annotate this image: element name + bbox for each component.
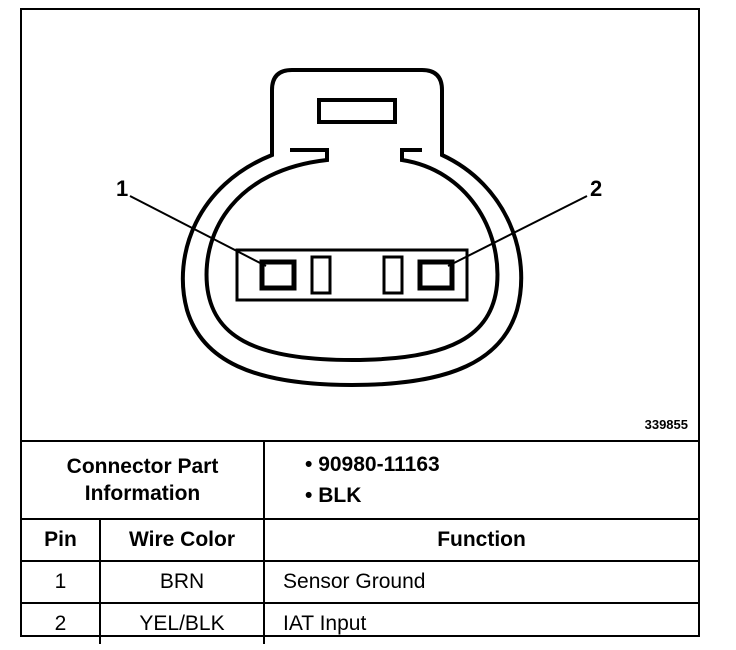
column-header-wire-color: Wire Color <box>98 518 266 562</box>
terminal-cavity <box>235 248 469 302</box>
part-number: 90980-11163 <box>318 453 440 476</box>
column-header-function: Function <box>263 518 699 562</box>
pin-1-leader <box>129 195 267 267</box>
pin-label-2: 2 <box>590 176 603 201</box>
wire-color-cell: BRN <box>98 560 266 604</box>
part-item: • 90980-11163 <box>305 453 440 476</box>
pin-1-terminal <box>259 259 297 291</box>
figure-number: 339855 <box>644 417 688 432</box>
pin-2-leader <box>447 195 588 267</box>
wire-color-cell: YEL/BLK <box>98 602 266 644</box>
connector-housing-outer <box>180 68 524 388</box>
slot-2 <box>382 255 404 295</box>
connector-housing-inner <box>204 148 500 363</box>
pin-label-1: 1 <box>116 176 129 201</box>
column-header-pin: Pin <box>22 518 101 562</box>
pin-cell: 1 <box>22 560 101 604</box>
connector-outline <box>129 68 588 388</box>
latch-slot <box>317 98 397 124</box>
connector-part-row: Connector Part Information • 90980-11163… <box>22 440 699 520</box>
pin-2-terminal <box>417 259 455 291</box>
table-row: 1 BRN Sensor Ground <box>22 560 699 604</box>
part-color: BLK <box>318 484 362 507</box>
connector-figure: 1 2 339855 Connector Part Information • … <box>20 8 700 644</box>
function-cell: IAT Input <box>263 602 699 644</box>
slot-1 <box>310 255 332 295</box>
connector-part-header: Connector Part Information <box>22 440 266 520</box>
part-item: • BLK <box>305 484 362 507</box>
table-row: 2 YEL/BLK IAT Input <box>22 602 699 644</box>
connector-part-list: • 90980-11163 • BLK <box>263 440 699 520</box>
table-header-row: Pin Wire Color Function <box>22 518 699 562</box>
pin-cell: 2 <box>22 602 101 644</box>
connector-table: Connector Part Information • 90980-11163… <box>22 440 699 644</box>
function-cell: Sensor Ground <box>263 560 699 604</box>
connector-drawing: 1 2 339855 <box>22 10 698 440</box>
